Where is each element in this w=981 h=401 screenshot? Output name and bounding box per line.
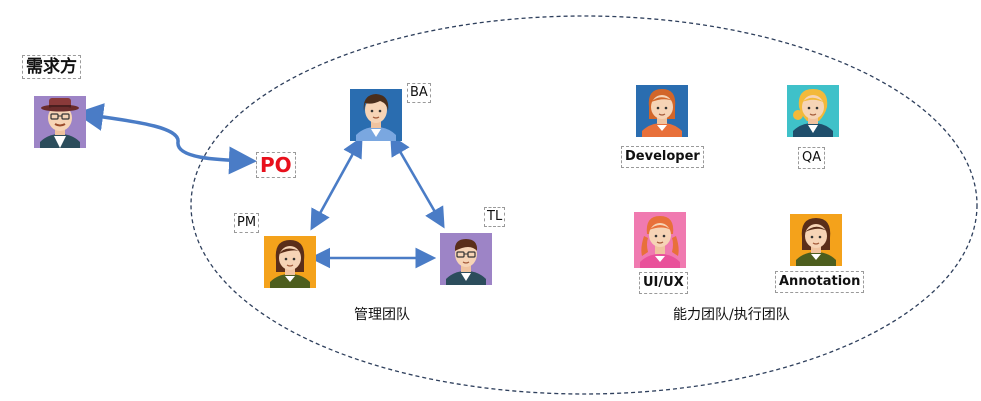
female-person-icon: [636, 85, 688, 137]
person-with-hat-icon: [34, 96, 86, 148]
tl-label: TL: [484, 207, 506, 227]
qa-label: QA: [798, 147, 826, 169]
male-person-icon: [350, 89, 402, 141]
female-person-icon: [787, 85, 839, 137]
annotation-label: Annotation: [775, 271, 865, 293]
po-label: PO: [256, 152, 296, 178]
uiux-label: UI/UX: [639, 272, 688, 294]
female-person-icon: [264, 236, 316, 288]
pm-label: PM: [234, 213, 260, 233]
female-person-icon: [634, 212, 686, 268]
person-with-glasses-icon: [440, 233, 492, 285]
team-boundary-ellipse: [190, 15, 978, 395]
management-team-label: 管理团队: [354, 307, 410, 323]
demand-po-arrow: [75, 103, 257, 175]
ba-pm-arrow: [310, 136, 363, 231]
female-person-icon: [790, 214, 842, 266]
developer-label: Developer: [621, 146, 704, 168]
execution-team-label: 能力团队/执行团队: [673, 307, 790, 323]
ba-tl-arrow: [390, 134, 445, 229]
ba-label: BA: [407, 83, 431, 103]
demand-side-label: 需求方: [22, 55, 81, 79]
